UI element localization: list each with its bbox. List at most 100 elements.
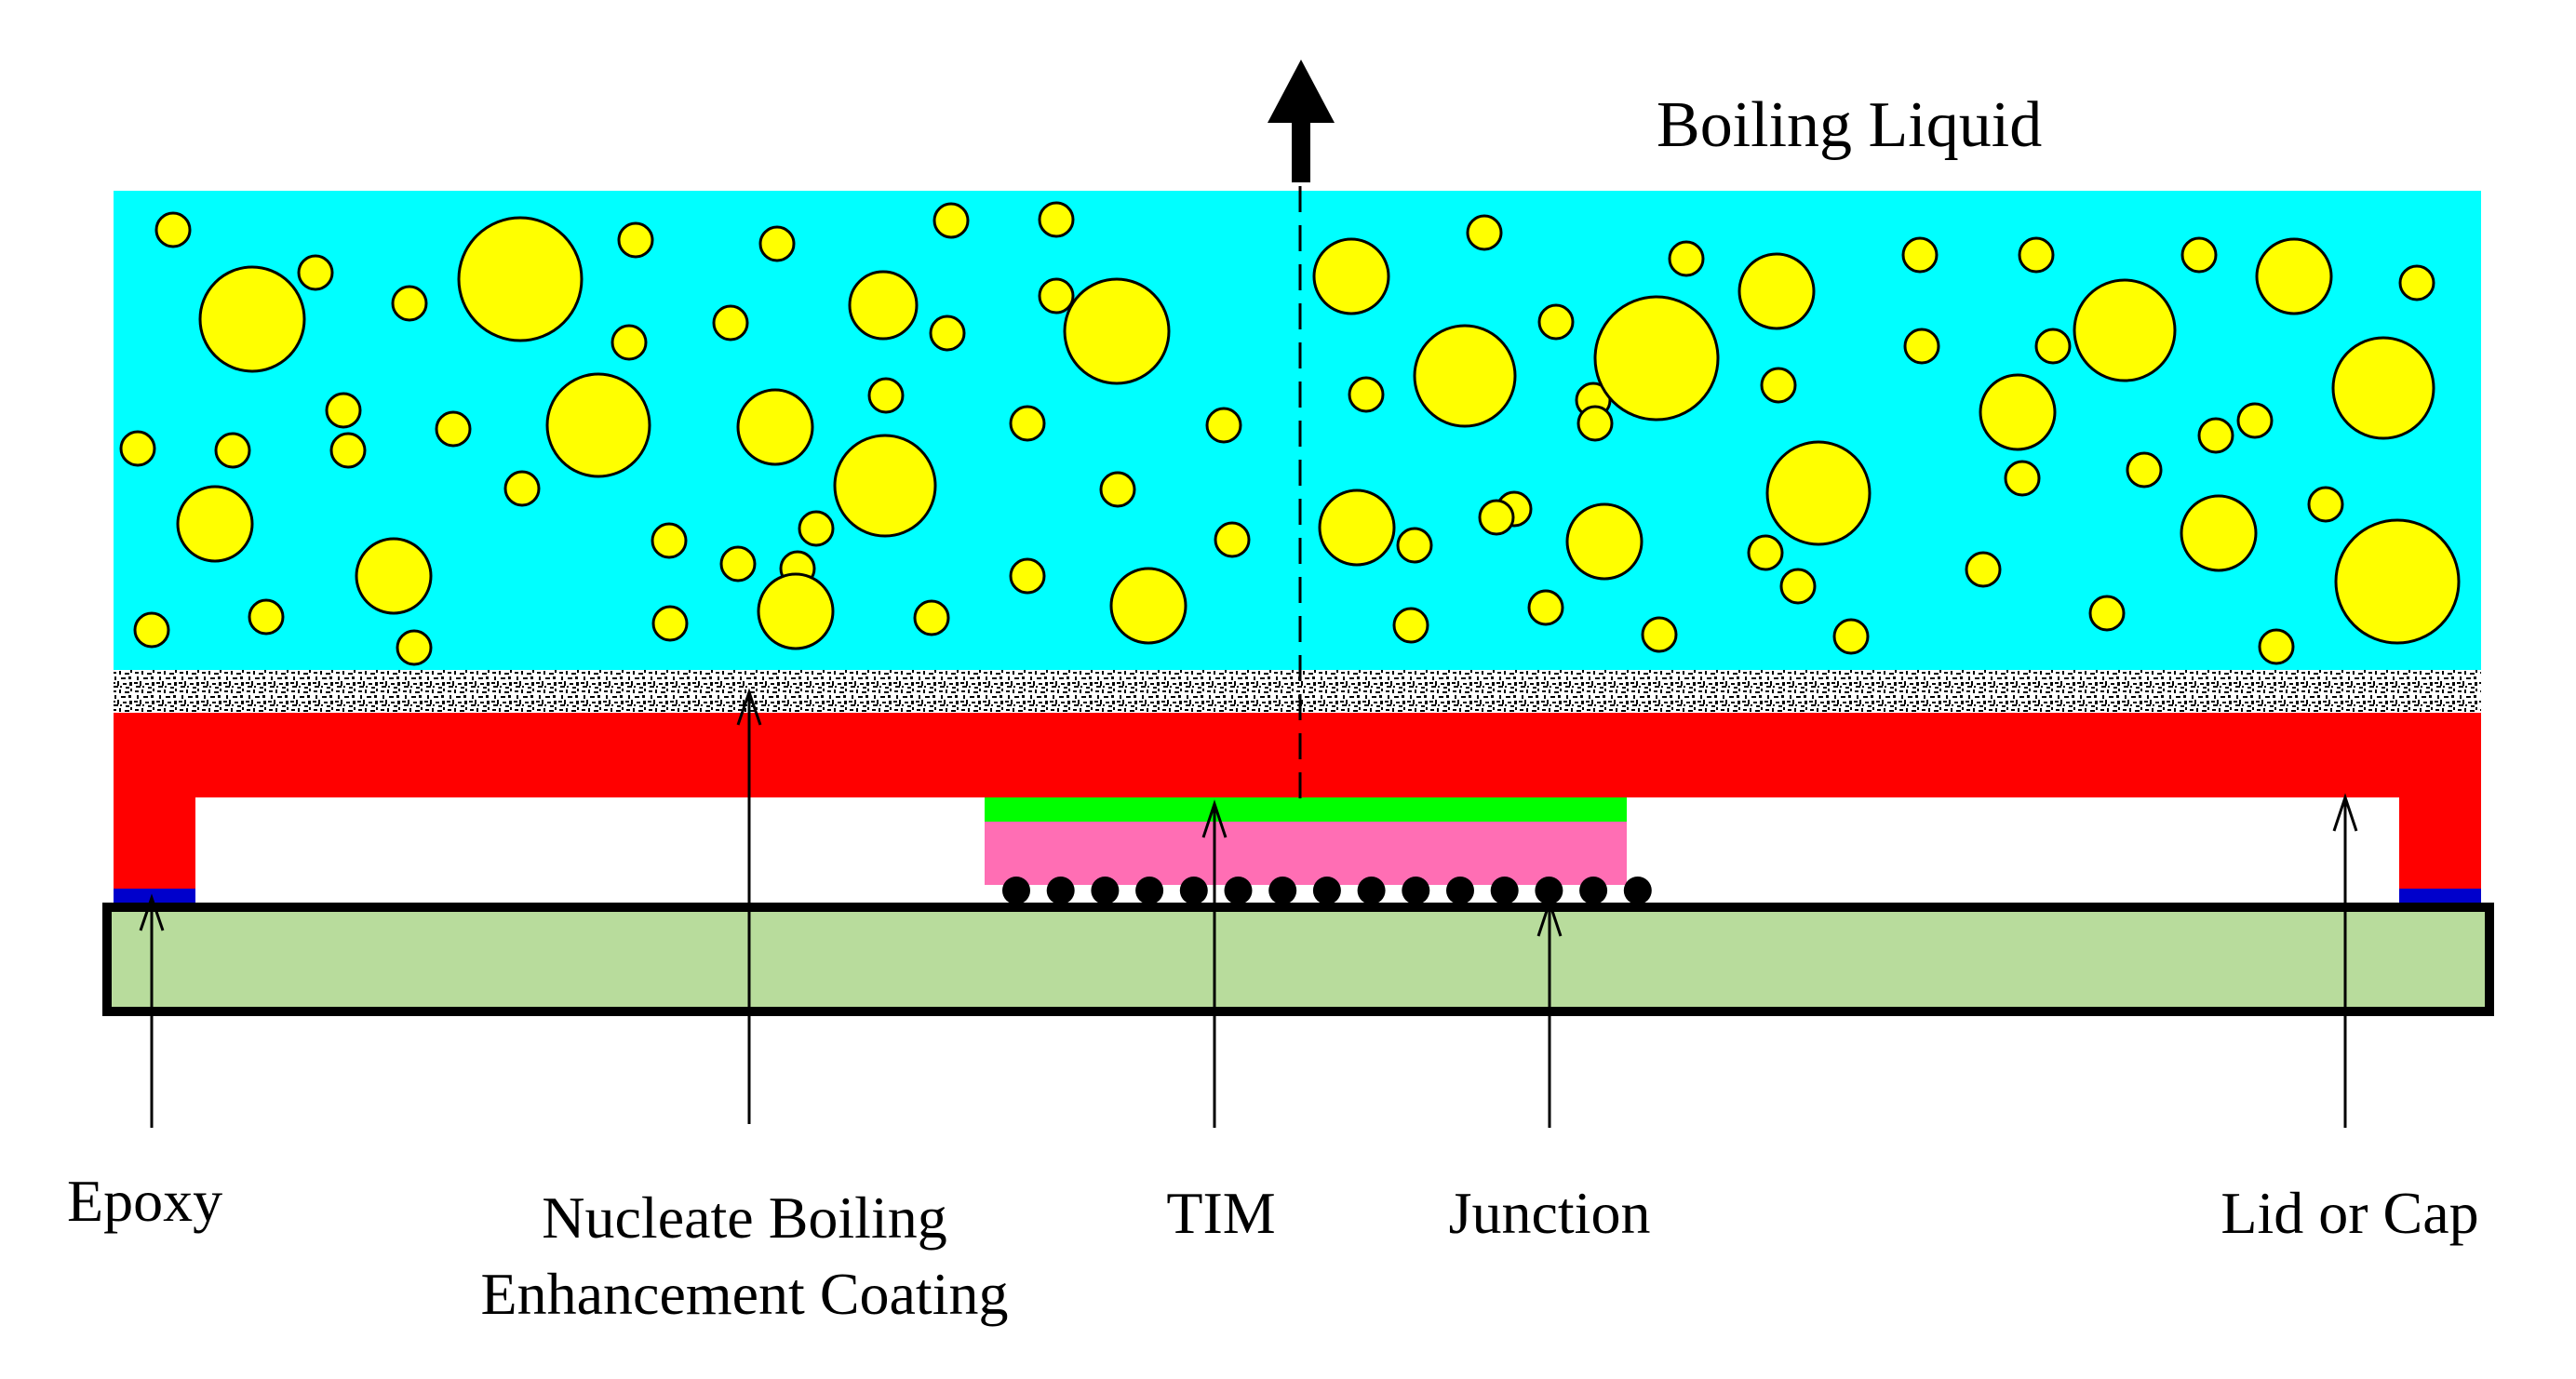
solder-bump bbox=[1224, 877, 1253, 904]
vapor-bubble bbox=[712, 304, 749, 341]
vapor-bubble bbox=[1318, 489, 1396, 567]
vapor-bubble bbox=[2197, 417, 2234, 454]
vapor-bubble bbox=[1737, 252, 1816, 330]
vapor-bubble bbox=[929, 315, 966, 352]
vapor-bubble bbox=[1576, 405, 1614, 442]
vapor-bubble bbox=[545, 372, 651, 478]
vapor-bubble bbox=[2073, 278, 2177, 382]
vapor-bubble bbox=[913, 599, 950, 636]
vapor-bubble bbox=[2018, 236, 2055, 274]
solder-bump bbox=[1268, 877, 1297, 904]
vapor-bubble bbox=[2255, 237, 2333, 315]
vapor-bubble bbox=[848, 270, 919, 341]
vapor-bubble bbox=[355, 537, 433, 615]
vapor-bubble bbox=[1109, 567, 1187, 645]
vapor-bubble bbox=[329, 432, 367, 469]
vapor-bubble bbox=[1668, 240, 1705, 277]
label-lid-or-cap: Lid or Cap bbox=[2220, 1180, 2478, 1246]
vapor-bubble bbox=[2258, 628, 2295, 665]
vapor-bubble bbox=[1009, 405, 1046, 442]
vapor-bubble bbox=[248, 598, 285, 636]
solder-bump bbox=[1312, 877, 1341, 904]
vapor-bubble bbox=[1312, 237, 1390, 315]
vapor-bubble bbox=[1903, 328, 1940, 365]
vapor-bubble bbox=[198, 265, 306, 373]
vapor-bubble bbox=[1214, 521, 1251, 558]
die bbox=[985, 822, 1627, 885]
vapor-bubble bbox=[1779, 568, 1817, 605]
solder-bump bbox=[1579, 877, 1608, 904]
vapor-bubble bbox=[1396, 527, 1433, 564]
vapor-bubble bbox=[2398, 264, 2435, 301]
vapor-bubble bbox=[1038, 201, 1075, 238]
vapor-bubble bbox=[1760, 367, 1797, 404]
vapor-bubble bbox=[610, 324, 648, 361]
vapor-bubble bbox=[2088, 595, 2126, 632]
vapor-bubble bbox=[1979, 373, 2057, 451]
vapor-bubble bbox=[736, 388, 814, 466]
vapor-bubble bbox=[651, 522, 688, 559]
tim-pointer bbox=[1201, 799, 1228, 1128]
solder-bump bbox=[1002, 877, 1030, 904]
vapor-bubble bbox=[396, 629, 433, 666]
vapor-bubble bbox=[119, 430, 156, 467]
vapor-bubble bbox=[1537, 303, 1575, 341]
vapor-bubble bbox=[1348, 376, 1385, 413]
up-arrow-icon bbox=[1268, 60, 1335, 182]
vapor-bubble bbox=[833, 434, 937, 538]
vapor-bubble bbox=[2034, 328, 2072, 365]
vapor-bubble bbox=[176, 485, 254, 563]
vapor-bubble bbox=[503, 470, 541, 507]
vapor-bubble bbox=[1901, 236, 1939, 274]
lid-or-cap bbox=[114, 713, 2481, 889]
vapor-bubble bbox=[1765, 440, 1872, 546]
vapor-bubble bbox=[1832, 618, 1870, 655]
vapor-bubble bbox=[2180, 236, 2218, 274]
vapor-bubble bbox=[1747, 534, 1784, 571]
vapor-bubble bbox=[798, 510, 835, 547]
vapor-bubble bbox=[1641, 616, 1678, 653]
label-tim: TIM bbox=[1166, 1180, 1275, 1246]
vapor-bubble bbox=[1099, 471, 1136, 508]
solder-bumps bbox=[1002, 877, 1652, 904]
solder-bump bbox=[1402, 877, 1430, 904]
solder-bump bbox=[1046, 877, 1075, 904]
label-epoxy: Epoxy bbox=[67, 1168, 222, 1234]
solder-bump bbox=[1135, 877, 1164, 904]
label-coating-line1: Nucleate Boiling bbox=[542, 1185, 946, 1251]
solder-bump bbox=[1623, 877, 1652, 904]
vapor-bubble bbox=[867, 377, 905, 414]
vapor-bubble bbox=[133, 611, 170, 649]
vapor-bubble bbox=[617, 221, 654, 259]
vapor-bubble bbox=[1063, 277, 1171, 385]
vapor-bubble bbox=[1527, 589, 1564, 626]
lid-pointer bbox=[2332, 793, 2358, 1128]
vapor-bubble bbox=[2126, 451, 2163, 489]
substrate bbox=[102, 903, 2494, 1016]
vapor-bubble bbox=[154, 211, 192, 248]
vapor-bubble bbox=[1205, 407, 1242, 444]
vapor-bubble bbox=[1478, 499, 1515, 536]
vapor-bubble bbox=[651, 605, 689, 642]
solder-bump bbox=[1091, 877, 1120, 904]
solder-bump bbox=[1535, 877, 1563, 904]
solder-bump bbox=[1446, 877, 1474, 904]
vapor-bubble bbox=[757, 572, 835, 650]
tim-layer bbox=[985, 797, 1627, 822]
epoxy-pointer bbox=[139, 893, 165, 1128]
vapor-bubble bbox=[457, 216, 584, 342]
label-junction: Junction bbox=[1449, 1180, 1651, 1246]
vapor-bubble bbox=[2236, 402, 2274, 439]
solder-bump bbox=[1179, 877, 1208, 904]
vapor-bubble bbox=[297, 254, 334, 291]
enhancement-coating-layer bbox=[114, 670, 2481, 713]
epoxy-right bbox=[2399, 889, 2481, 905]
vapor-bubble bbox=[1413, 324, 1517, 428]
vapor-bubble bbox=[1009, 557, 1046, 595]
vapor-bubble bbox=[2334, 518, 2461, 645]
title-boiling-liquid: Boiling Liquid bbox=[1657, 89, 2042, 161]
label-coating-line2: Enhancement Coating bbox=[481, 1261, 1009, 1327]
coating-pointer bbox=[736, 688, 762, 1124]
vapor-bubble bbox=[2331, 336, 2435, 440]
